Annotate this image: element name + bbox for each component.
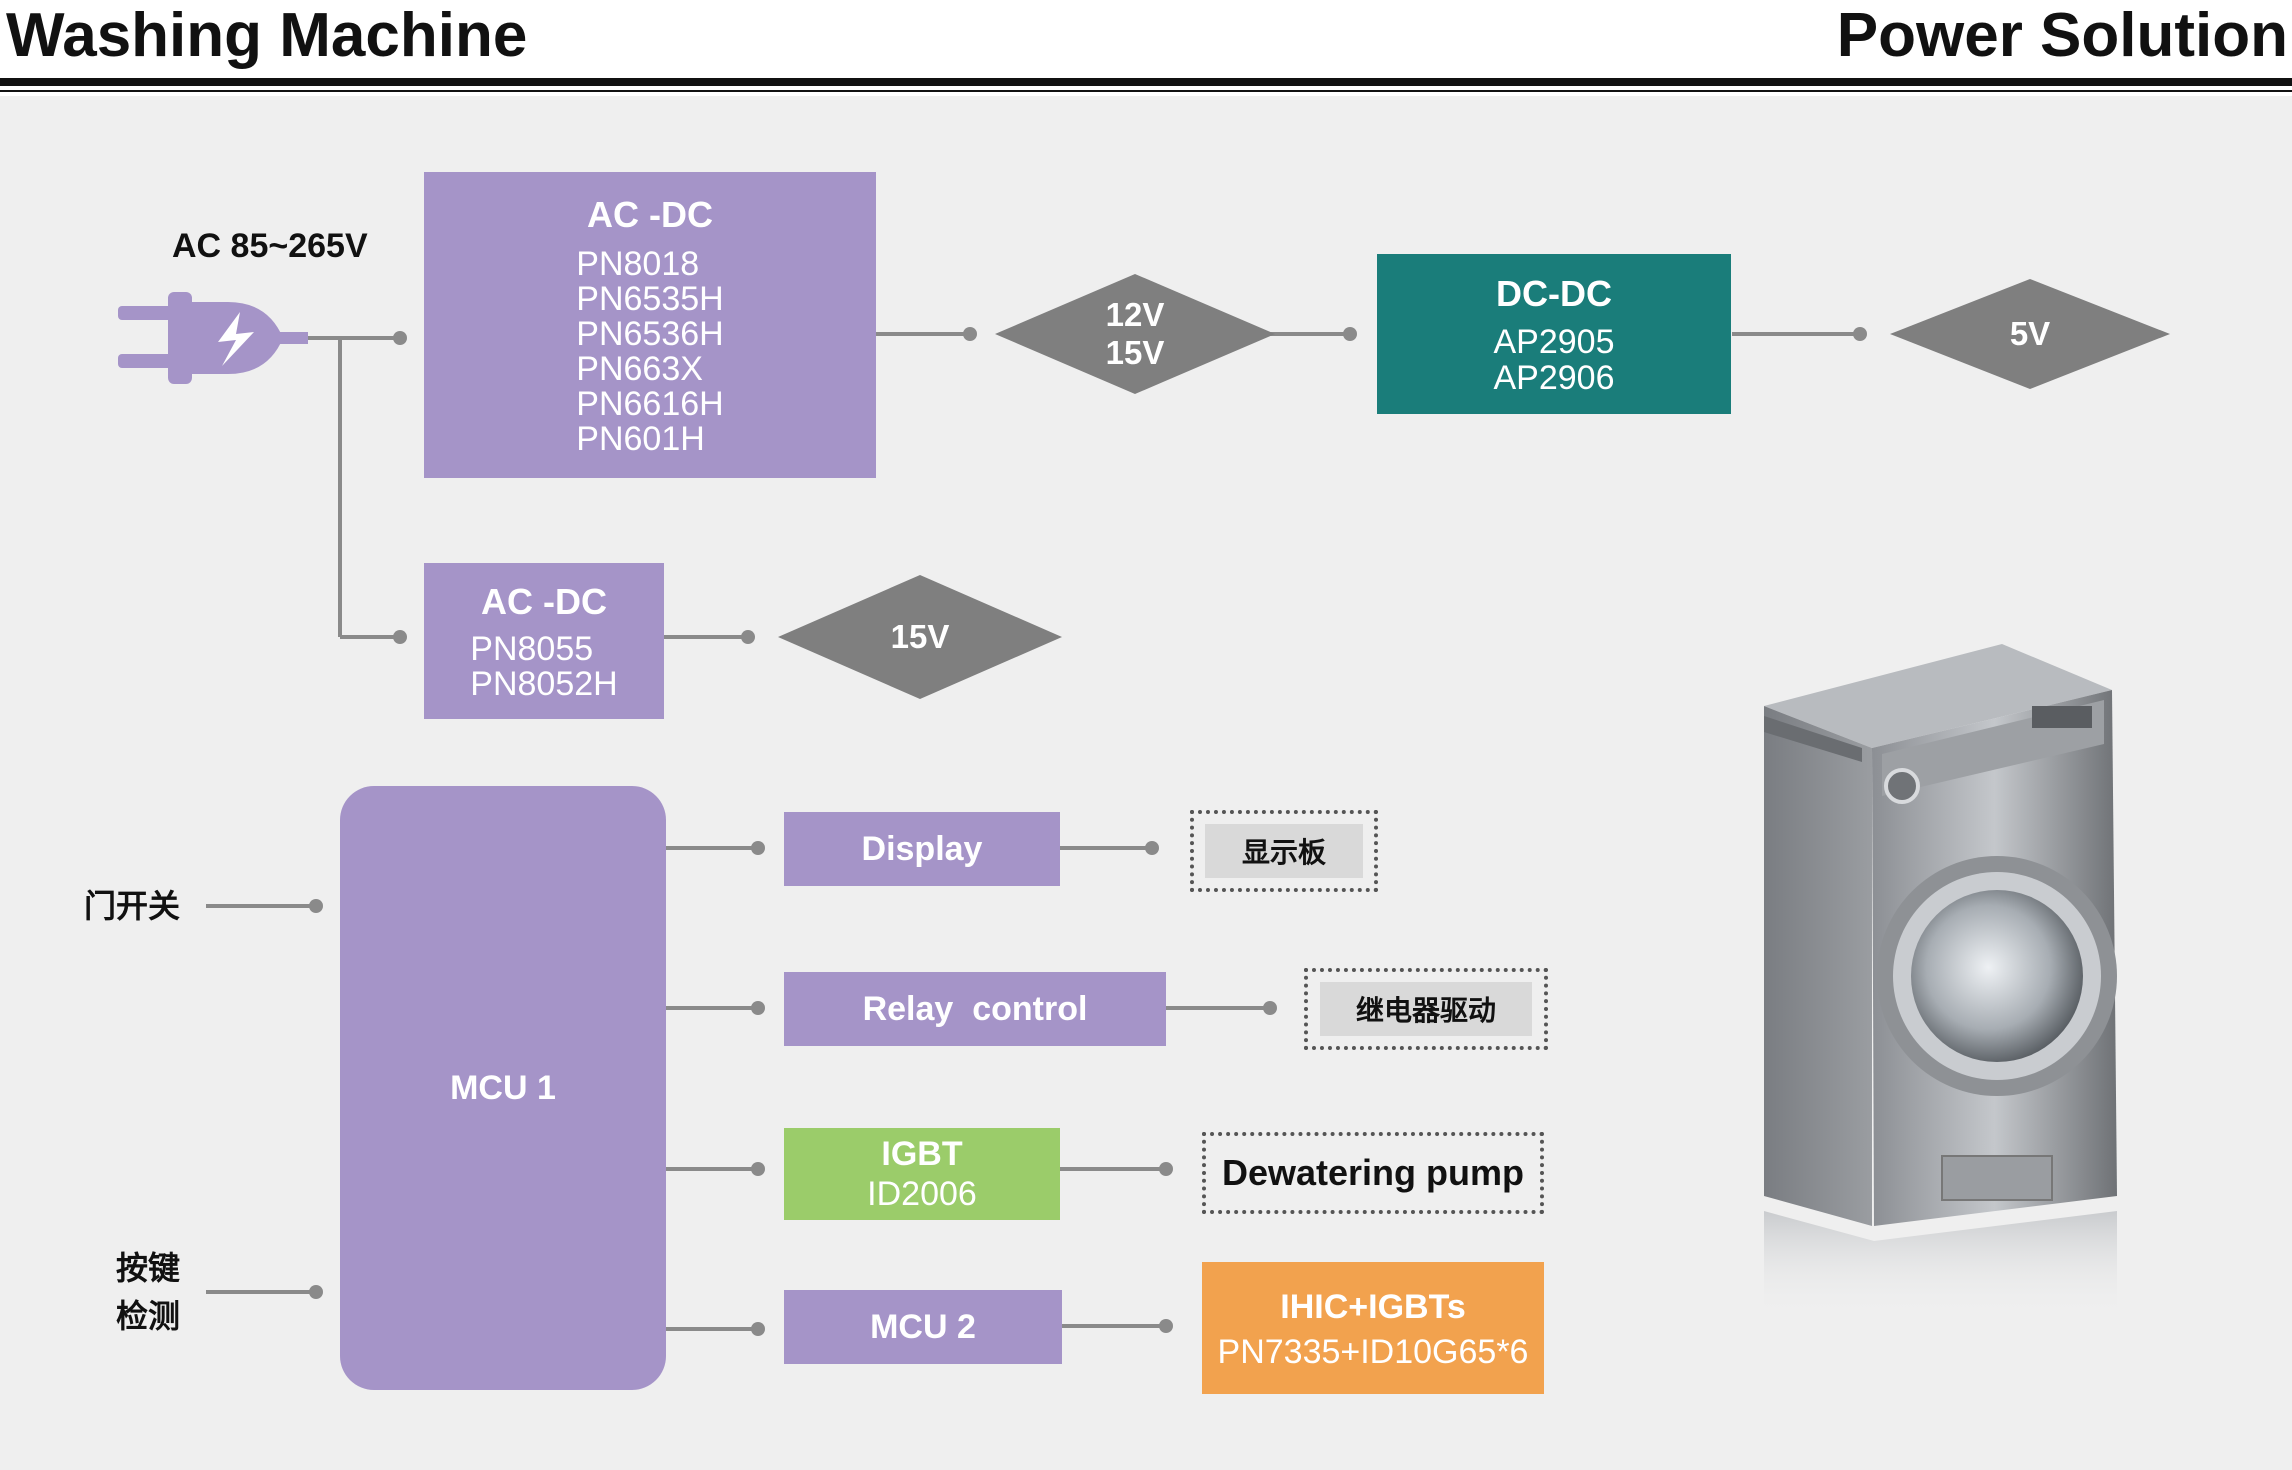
part-number: AP2905: [1493, 323, 1615, 361]
door-switch-label: 门开关: [84, 888, 181, 924]
dcdc-block: DC-DC AP2905 AP2906: [1377, 254, 1731, 414]
key-detect-label-line2: 检测: [116, 1298, 181, 1334]
display-board-target: 显示板: [1190, 810, 1378, 892]
diamond-5v: [1890, 279, 2170, 389]
part-number: PN6616H: [576, 385, 724, 423]
header-rule-thick: [0, 78, 2292, 86]
part-number: PN8018: [576, 245, 700, 283]
output-12v-15v-label: 12V 15V: [1055, 294, 1215, 374]
acdc-aux-block: AC -DC PN8055 PN8052H: [424, 563, 664, 719]
mcu1-label: MCU 1: [450, 1068, 556, 1107]
display-label: Display: [861, 829, 983, 868]
dewatering-pump-target: Dewatering pump: [1202, 1132, 1544, 1214]
part-number: PN601H: [576, 420, 705, 458]
part-number: PN8055: [470, 630, 594, 668]
relay-drive-target: 继电器驱动: [1304, 968, 1548, 1050]
washing-machine-image: [1764, 644, 2117, 1316]
voltage-line: 12V: [1105, 296, 1165, 333]
output-15v-label: 15V: [890, 618, 950, 655]
display-board-label: 显示板: [1205, 824, 1363, 878]
diagram-canvas: AC 85~265V AC -DC PN8018 PN6535H PN6536H…: [0, 96, 2292, 1470]
key-detect-label-line1: 按键: [116, 1250, 181, 1286]
connector-lines: [206, 274, 2170, 1336]
acdc-main-parts: PN8018 PN6535H PN6536H PN663X PN6616H PN…: [576, 247, 723, 457]
acdc-aux-heading: AC -DC: [481, 581, 607, 622]
dewatering-pump-label: Dewatering pump: [1221, 1152, 1525, 1193]
ihic-heading: IHIC+IGBTs: [1280, 1288, 1466, 1326]
page-subtitle: Power Solution: [1836, 1, 2288, 70]
diamond-12v-15v: [995, 274, 1275, 394]
acdc-main-block: AC -DC PN8018 PN6535H PN6536H PN663X PN6…: [424, 172, 876, 478]
acdc-main-heading: AC -DC: [587, 194, 713, 235]
igbt-block: IGBT ID2006: [784, 1128, 1060, 1220]
diamond-15v: [778, 575, 1062, 699]
power-plug-icon: [118, 292, 308, 384]
part-number: PN8052H: [470, 665, 618, 703]
igbt-heading: IGBT: [881, 1135, 963, 1173]
output-5v-label: 5V: [2009, 315, 2051, 352]
relay-drive-label: 继电器驱动: [1320, 982, 1532, 1036]
igbt-part: ID2006: [867, 1175, 977, 1213]
ihic-part: PN7335+ID10G65*6: [1217, 1333, 1529, 1371]
header-rule-thin: [0, 90, 2292, 92]
part-number: PN663X: [576, 350, 703, 388]
voltage-line: 15V: [1105, 334, 1165, 371]
mcu2-block: MCU 2: [784, 1290, 1062, 1364]
part-number: PN6536H: [576, 315, 724, 353]
mcu1-block: MCU 1: [340, 786, 666, 1390]
ihic-igbts-block: IHIC+IGBTs PN7335+ID10G65*6: [1202, 1262, 1544, 1394]
relay-control-block: Relay control: [784, 972, 1166, 1046]
mcu2-label: MCU 2: [870, 1307, 976, 1346]
page-title: Washing Machine: [6, 1, 528, 70]
part-number: AP2906: [1493, 359, 1615, 397]
dcdc-heading: DC-DC: [1496, 273, 1612, 314]
input-voltage-label: AC 85~265V: [172, 227, 368, 265]
part-number: PN6535H: [576, 280, 724, 318]
display-block: Display: [784, 812, 1060, 886]
relay-control-label: Relay control: [862, 989, 1088, 1028]
